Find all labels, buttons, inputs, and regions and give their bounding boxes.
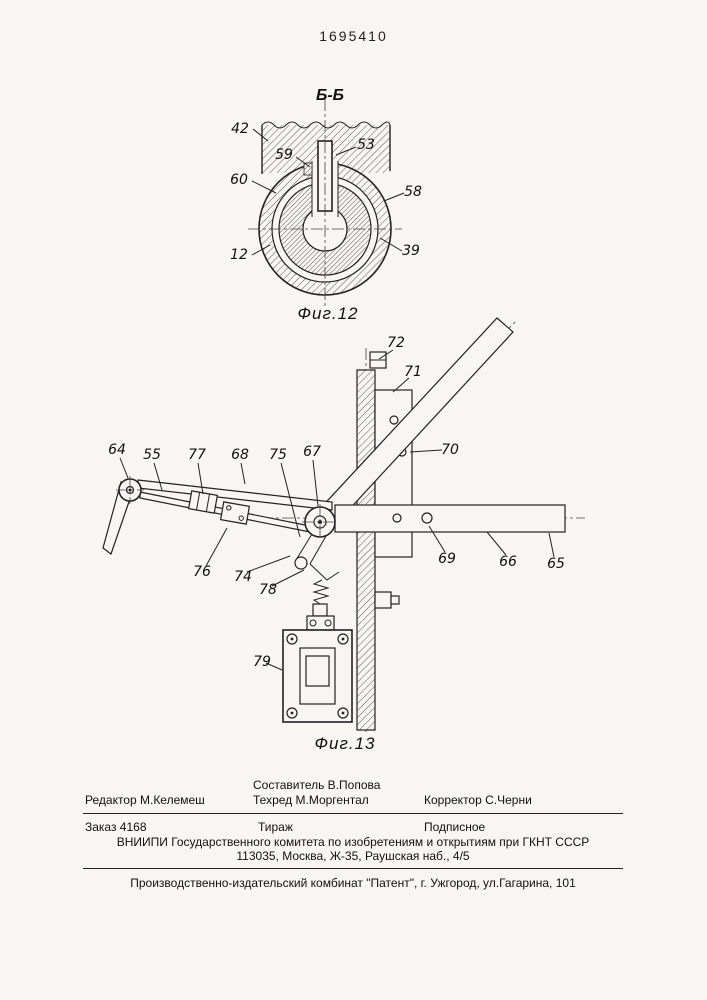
part-label-53: 53 [357, 137, 375, 153]
lever [102, 476, 144, 555]
compiler-credit: Составитель В.Попова [253, 778, 381, 792]
part-label-67: 67 [303, 444, 321, 460]
part-label-78: 78 [259, 582, 277, 598]
part-label-79: 79 [253, 654, 271, 670]
lower-linkage [294, 533, 340, 617]
part-label-39: 39 [402, 243, 420, 259]
footer-rule-bottom [83, 868, 623, 869]
techred-credit: Техред М.Моргентал [253, 793, 369, 807]
committee-line1: ВНИИПИ Государственного комитета по изоб… [116, 835, 590, 849]
part-label-60: 60 [230, 172, 248, 188]
part-label-66: 66 [499, 554, 517, 570]
part-label-72: 72 [387, 335, 405, 351]
part-label-12: 12 [230, 247, 248, 263]
podpisnoe-label: Подписное [424, 820, 486, 834]
part-label-65: 65 [547, 556, 565, 572]
fig12-drawing: 42 59 53 60 58 12 39 [230, 99, 422, 309]
committee-line2: 113035, Москва, Ж-35, Раушская наб., 4/5 [236, 849, 470, 863]
corrector-credit: Корректор С.Черни [424, 793, 532, 807]
footer-rule-top [83, 813, 623, 814]
horizontal-arm [334, 504, 566, 533]
order-number: Заказ 4168 [85, 820, 147, 834]
fig12-caption: Фиг.12 [297, 304, 359, 323]
part-label-58: 58 [404, 184, 422, 200]
part-label-74: 74 [234, 569, 252, 585]
bottom-bolt [374, 591, 392, 609]
fig13-caption: Фиг.13 [314, 734, 376, 753]
part-label-59: 59 [275, 147, 293, 163]
fig12-leader-lines [251, 128, 405, 256]
part-label-64: 64 [108, 442, 126, 458]
tirazh-label: Тираж [258, 820, 293, 834]
mounting-wall [356, 369, 376, 731]
fig13-leader-lines [119, 349, 555, 671]
patent-number: 1695410 [319, 28, 388, 44]
part-label-69: 69 [438, 551, 456, 567]
publisher-line: Производственно-издательский комбинат "П… [130, 876, 576, 890]
section-view-label: Б-Б [316, 87, 344, 104]
part-label-68: 68 [231, 447, 249, 463]
part-label-70: 70 [441, 442, 459, 458]
part-label-77: 77 [188, 447, 206, 463]
pivot-joint [302, 504, 338, 540]
fig13-drawing: 72 71 70 64 55 77 68 75 67 69 66 65 76 7… [102, 317, 585, 732]
part-label-42: 42 [231, 121, 249, 137]
drive-rod [139, 490, 311, 533]
shaft-cross-section [248, 99, 402, 309]
diagonal-arm [316, 317, 514, 528]
part-label-76: 76 [193, 564, 211, 580]
part-label-75: 75 [269, 447, 287, 463]
bolt-nut [390, 595, 400, 605]
part-label-71: 71 [404, 364, 422, 380]
limit-switch [282, 615, 353, 723]
editor-credit: Редактор М.Келемеш [85, 793, 205, 807]
part-label-55: 55 [143, 447, 161, 463]
